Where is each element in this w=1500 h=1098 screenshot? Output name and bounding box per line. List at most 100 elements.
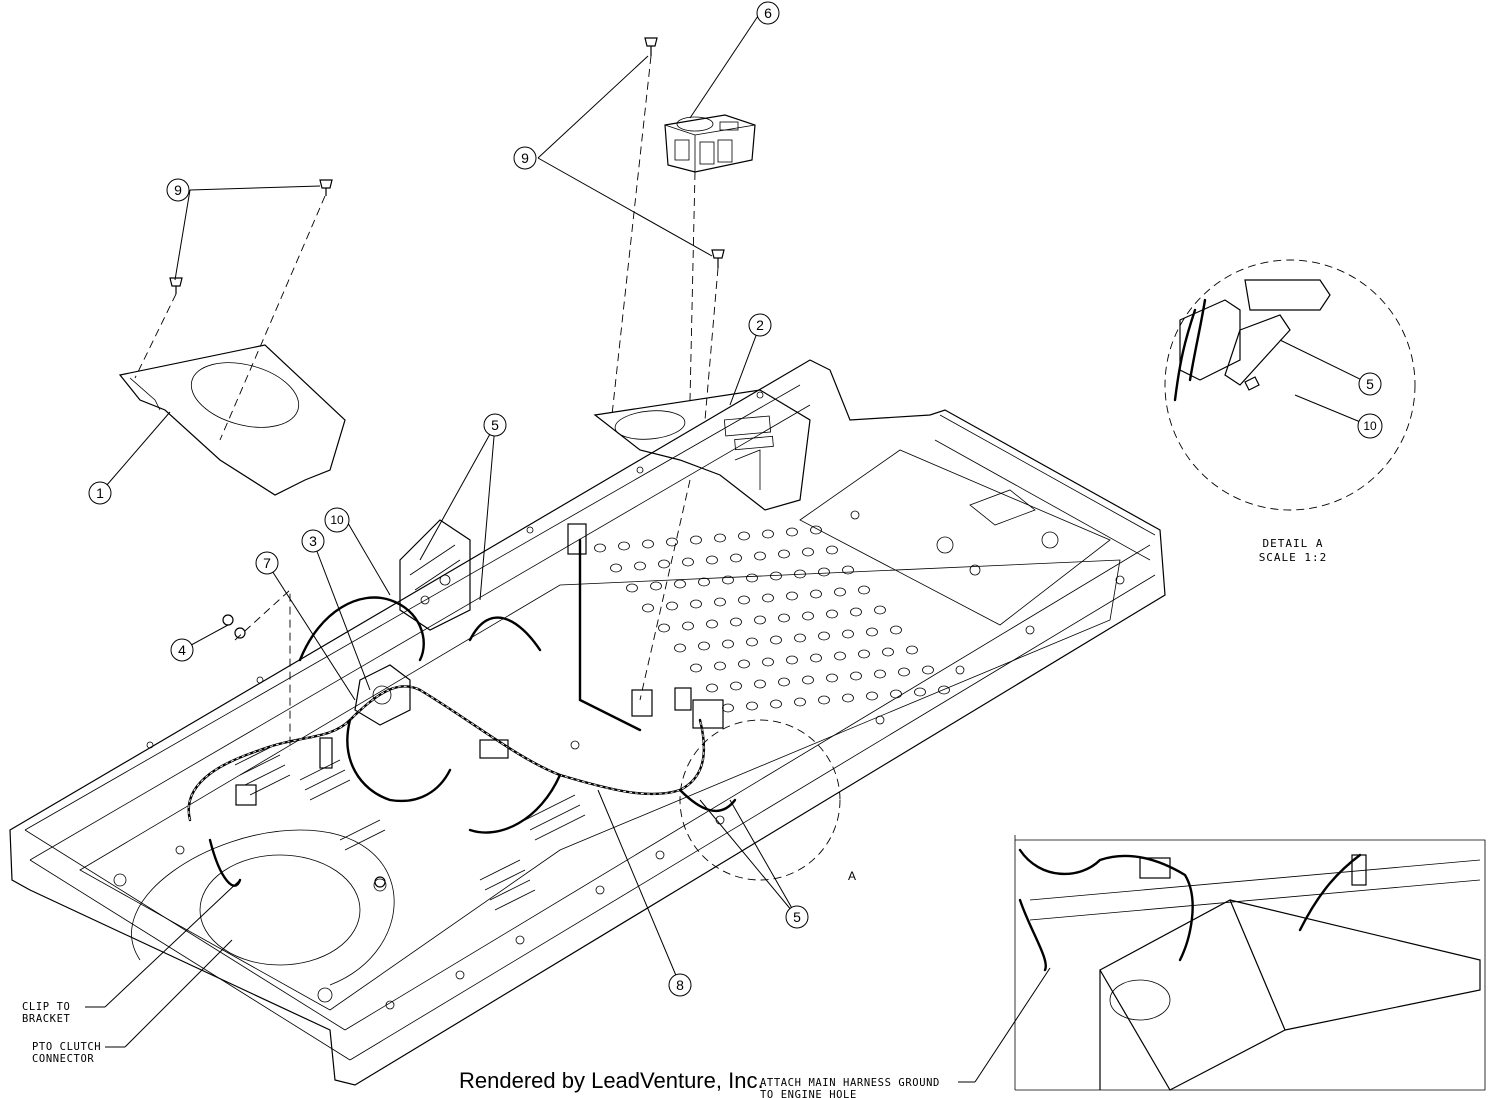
chassis-frame [9, 359, 1166, 1086]
floor-hole [818, 695, 830, 705]
floor-hole [746, 573, 758, 583]
floor-hole [770, 571, 782, 581]
floor-hole [722, 703, 734, 713]
floor-hole [754, 615, 766, 625]
callout-8: 8 [668, 973, 692, 997]
callout-3: 3 [301, 529, 325, 553]
floor-hole [722, 575, 734, 585]
floor-hole [714, 597, 726, 607]
floor-hole [794, 633, 806, 643]
floor-hole [754, 679, 766, 689]
part-1-plate [118, 344, 346, 496]
floor-hole [706, 555, 718, 565]
callout-2: 2 [748, 313, 772, 337]
floor-hole [682, 621, 694, 631]
floor-hole [866, 627, 878, 637]
floor-hole [914, 687, 926, 697]
detail-a-marker-circle [679, 719, 841, 881]
frame-slots [234, 744, 586, 911]
floor-hole [610, 563, 622, 573]
floor-hole [738, 595, 750, 605]
floor-hole [778, 677, 790, 687]
callout-5-detail: 5 [1358, 372, 1382, 396]
ground-note-line2: TO ENGINE HOLE [760, 1089, 857, 1098]
callout-5-upper: 5 [483, 413, 507, 437]
callout-1: 1 [88, 481, 112, 505]
floor-hole [858, 585, 870, 595]
floor-hole [666, 601, 678, 611]
callout-9-left-label: 9 [174, 182, 182, 198]
floor-hole [674, 643, 686, 653]
floor-hole [794, 569, 806, 579]
floor-hole [730, 681, 742, 691]
floor-hole [658, 559, 670, 569]
floor-hole [706, 619, 718, 629]
floor-hole [738, 531, 750, 541]
floor-hole [706, 683, 718, 693]
floor-hole [730, 617, 742, 627]
callout-6: 6 [756, 1, 780, 25]
detail-a-marker-label: A [848, 869, 856, 883]
floor-hole [826, 545, 838, 555]
floor-hole [658, 623, 670, 633]
floor-hole [762, 593, 774, 603]
callout-10-main-label: 10 [330, 513, 344, 527]
notes: CLIP TO BRACKET PTO CLUTCH CONNECTOR ATT… [22, 879, 975, 1098]
render-credit: Rendered by LeadVenture, Inc. [459, 1068, 764, 1093]
detail-a-title: DETAIL A [1263, 537, 1324, 550]
callout-7: 7 [255, 551, 279, 575]
seat-bracket [354, 519, 471, 726]
floor-hole [762, 529, 774, 539]
floor-hole [850, 607, 862, 617]
clip-note-line2: BRACKET [22, 1013, 71, 1025]
frame-holes [113, 391, 1125, 1010]
floor-hole [890, 625, 902, 635]
detail-a-scale: SCALE 1:2 [1259, 551, 1328, 564]
floor-hole [866, 691, 878, 701]
callouts: 1 2 3 4 5 5 5 6 7 8 9 9 10 10 [88, 1, 1383, 997]
floor-hole [770, 699, 782, 709]
floor-hole [794, 697, 806, 707]
floor-hole [874, 669, 886, 679]
floor-hole [938, 685, 950, 695]
floor-hole [714, 661, 726, 671]
floor-hole [698, 577, 710, 587]
floor-hole [770, 635, 782, 645]
floor-hole [906, 645, 918, 655]
callout-5-lower-label: 5 [793, 909, 801, 925]
floor-hole [802, 611, 814, 621]
floor-hole [786, 655, 798, 665]
detail-a: DETAIL A SCALE 1:2 [1164, 259, 1416, 564]
floor-hole [650, 581, 662, 591]
callout-2-label: 2 [756, 317, 764, 333]
floor-hole [754, 551, 766, 561]
floor-hole [698, 641, 710, 651]
floor-hole [922, 665, 934, 675]
callout-4-label: 4 [178, 642, 186, 658]
floor-hole [778, 549, 790, 559]
floor-hole [810, 653, 822, 663]
floor-hole [674, 579, 686, 589]
floor-hole [842, 565, 854, 575]
floor-hole [810, 525, 822, 535]
floor-hole [858, 649, 870, 659]
floor-hole [834, 587, 846, 597]
floor-hole [818, 567, 830, 577]
floor-hole [746, 637, 758, 647]
floor-hole [826, 609, 838, 619]
wiring-harness [187, 523, 737, 888]
callout-1-label: 1 [96, 485, 104, 501]
clip-note-line1: CLIP TO [22, 1001, 70, 1013]
part-6-module [664, 114, 756, 173]
floor-hole [746, 701, 758, 711]
floor-hole [842, 693, 854, 703]
floor-hole [626, 583, 638, 593]
floor-hole [762, 657, 774, 667]
pto-note-line1: PTO CLUTCH [32, 1041, 101, 1053]
callout-9-left: 9 [166, 178, 190, 202]
floor-hole [834, 651, 846, 661]
pto-note-line2: CONNECTOR [32, 1053, 94, 1065]
callout-8-label: 8 [676, 977, 684, 993]
floor-grid [594, 525, 950, 713]
floor-hole [890, 689, 902, 699]
